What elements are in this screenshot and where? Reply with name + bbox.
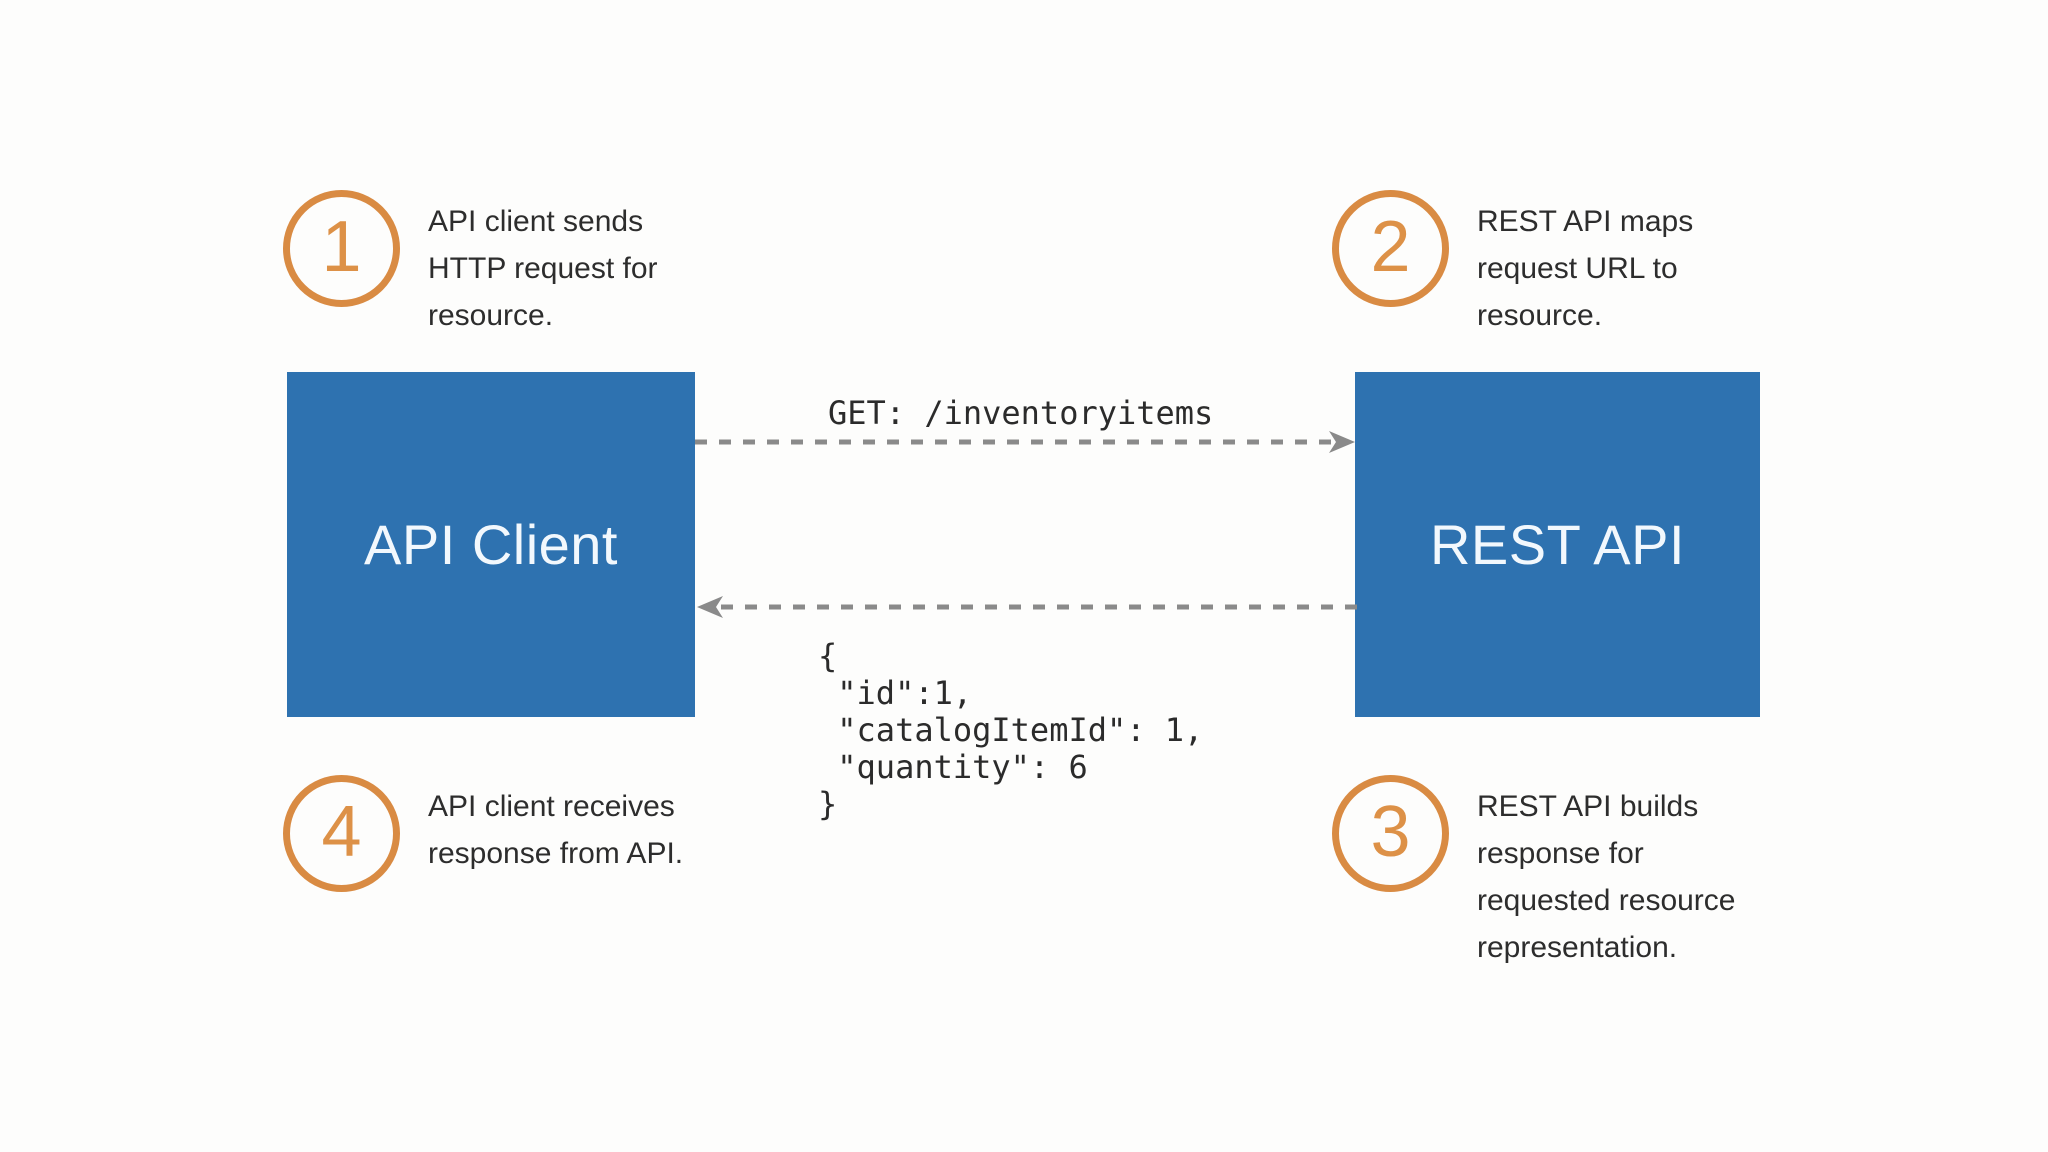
step-caption-4: API client receives response from API. (428, 790, 684, 870)
step-number-4: 4 (321, 791, 362, 872)
step-circle-2: 2 (1332, 190, 1449, 307)
step-caption-3: REST API builds response for requested r… (1477, 790, 1736, 964)
step-circle-3: 3 (1332, 775, 1449, 892)
step-circle-1: 1 (283, 190, 400, 307)
step-caption-2: REST API maps request URL to resource. (1477, 205, 1694, 332)
step-badge-4: 4 API client receives response from API. (283, 775, 683, 892)
response-arrow-icon (697, 596, 1357, 618)
step-badge-1: 1 API client sends HTTP request for reso… (283, 190, 658, 339)
node-rest-api-label: REST API (1429, 512, 1686, 576)
step-number-3: 3 (1370, 791, 1411, 872)
response-body: { "id":1, "catalogItemId": 1, "quantity"… (818, 637, 1204, 823)
node-api-client-label: API Client (364, 512, 618, 576)
request-arrow-icon (695, 431, 1355, 453)
node-rest-api: REST API (1355, 372, 1760, 717)
step-number-1: 1 (321, 206, 362, 287)
step-circle-4: 4 (283, 775, 400, 892)
step-badge-2: 2 REST API maps request URL to resource. (1332, 190, 1693, 339)
step-number-2: 2 (1370, 206, 1411, 287)
step-caption-1: API client sends HTTP request for resour… (428, 205, 658, 332)
node-api-client: API Client (287, 372, 695, 717)
request-label: GET: /inventoryitems (828, 394, 1214, 432)
step-badge-3: 3 REST API builds response for requested… (1332, 775, 1736, 971)
